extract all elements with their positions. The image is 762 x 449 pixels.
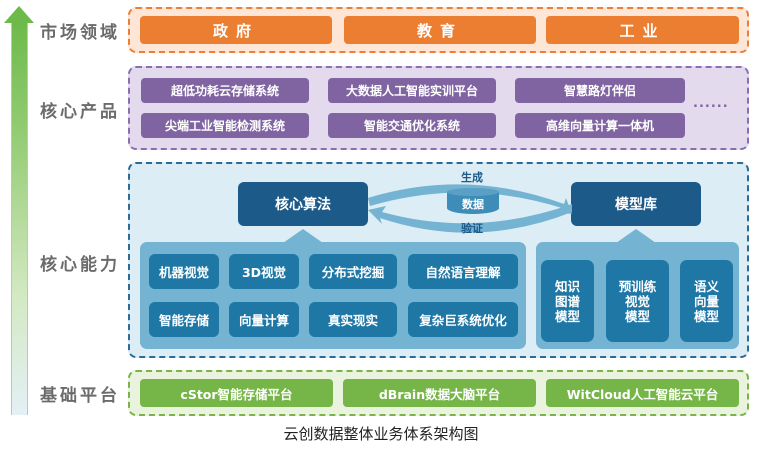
market-layer: 政府 教育 工业 <box>128 7 749 53</box>
generate-arrow <box>368 184 572 214</box>
model-library-box[interactable]: 模型库 <box>571 182 701 226</box>
more-ellipsis: ...... <box>693 96 729 111</box>
market-item-education[interactable]: 教育 <box>344 16 536 44</box>
product-item[interactable]: 智能交通优化系统 <box>328 113 496 138</box>
capability-item[interactable]: 自然语言理解 <box>408 254 518 289</box>
diagram-caption: 云创数据整体业务体系架构图 <box>283 425 479 443</box>
algorithm-panel: 机器视觉 3D视觉 分布式挖掘 自然语言理解 智能存储 向量计算 真实现实 复杂… <box>140 242 526 349</box>
product-item[interactable]: 大数据人工智能实训平台 <box>328 78 496 103</box>
capability-item[interactable]: 机器视觉 <box>149 254 219 289</box>
platform-item-witcloud[interactable]: WitCloud人工智能云平台 <box>546 379 739 407</box>
capability-item[interactable]: 3D视觉 <box>229 254 299 289</box>
platform-item-dbrain[interactable]: dBrain数据大脑平台 <box>343 379 536 407</box>
database-icon <box>447 188 499 196</box>
generate-verify-cycle-arrows <box>368 184 572 233</box>
panel-connector <box>283 229 323 243</box>
products-layer: 超低功耗云存储系统 大数据人工智能实训平台 智慧路灯伴侣 尖端工业智能检测系统 … <box>128 66 749 150</box>
capability-item[interactable]: 复杂巨系统优化 <box>408 302 518 337</box>
model-item[interactable]: 预训练 视觉 模型 <box>606 260 669 342</box>
model-panel: 知识 图谱 模型 预训练 视觉 模型 语义 向量 模型 <box>536 242 739 349</box>
base-platform-layer: cStor智能存储平台 dBrain数据大脑平台 WitCloud人工智能云平台 <box>128 370 749 416</box>
panel-connector <box>616 229 656 243</box>
product-item[interactable]: 尖端工业智能检测系统 <box>141 113 309 138</box>
capability-item[interactable]: 真实现实 <box>309 302 397 337</box>
product-item[interactable]: 超低功耗云存储系统 <box>141 78 309 103</box>
data-label: 数据 <box>447 192 499 214</box>
verify-label: 验证 <box>461 222 483 235</box>
model-item[interactable]: 知识 图谱 模型 <box>541 260 594 342</box>
data-cylinder: 数据 <box>447 188 499 216</box>
layer-label-base: 基础平台 <box>40 386 120 406</box>
layer-label-core: 核心能力 <box>40 255 120 275</box>
core-algorithm-box[interactable]: 核心算法 <box>238 182 368 226</box>
capability-item[interactable]: 分布式挖掘 <box>309 254 397 289</box>
upward-arrow-shaft <box>11 22 28 415</box>
layer-label-market: 市场领域 <box>40 23 120 43</box>
capability-item[interactable]: 向量计算 <box>229 302 299 337</box>
product-item[interactable]: 智慧路灯伴侣 <box>515 78 685 103</box>
model-item[interactable]: 语义 向量 模型 <box>680 260 733 342</box>
market-item-industry[interactable]: 工业 <box>546 16 739 44</box>
upward-arrow-head-icon <box>4 6 34 23</box>
core-capability-layer: 核心算法 模型库 生成 验证 数据 机器视觉 3D视觉 分布式挖掘 自然语言理解… <box>128 162 749 358</box>
product-item[interactable]: 高维向量计算一体机 <box>515 113 685 138</box>
layer-label-products: 核心产品 <box>40 102 120 122</box>
market-item-government[interactable]: 政府 <box>140 16 332 44</box>
generate-label: 生成 <box>461 171 483 184</box>
verify-arrow <box>368 204 572 233</box>
capability-item[interactable]: 智能存储 <box>149 302 219 337</box>
platform-item-cstor[interactable]: cStor智能存储平台 <box>140 379 333 407</box>
